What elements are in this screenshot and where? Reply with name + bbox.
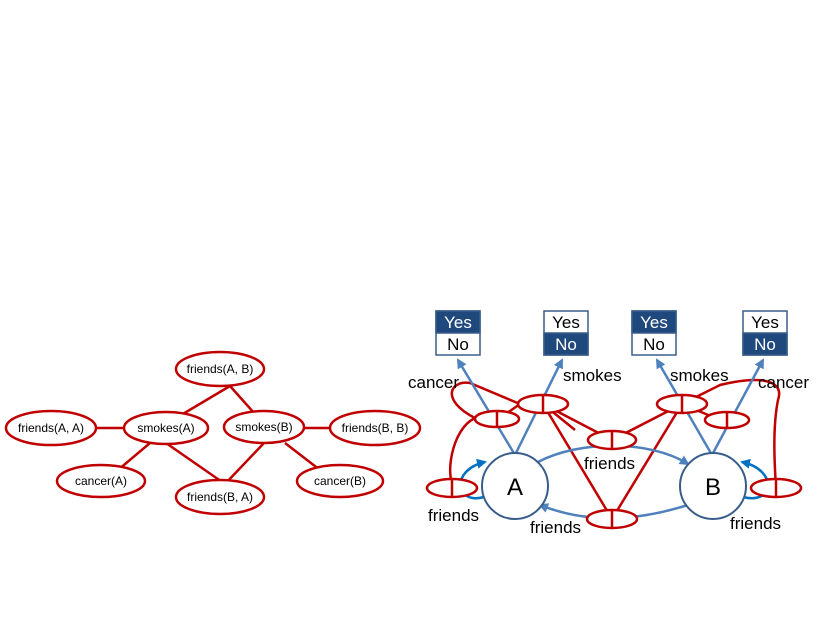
label-friends-center: friends bbox=[584, 454, 635, 473]
value-box-2-yes: Yes bbox=[552, 313, 580, 332]
node-cancer-a-label: cancer(A) bbox=[75, 474, 127, 488]
value-box-1: Yes No bbox=[435, 310, 481, 356]
value-box-4-yes: Yes bbox=[751, 313, 779, 332]
value-box-1-yes-cell bbox=[435, 310, 481, 334]
node-friends-a-a-label: friends(A, A) bbox=[18, 421, 84, 435]
label-friends-right: friends bbox=[730, 514, 781, 533]
object-a: A bbox=[481, 452, 549, 520]
edge-smokesb-friendsba bbox=[224, 442, 265, 485]
label-cancer-left: cancer bbox=[408, 373, 459, 392]
label-smokes-left: smokes bbox=[563, 366, 622, 385]
value-box-4-no-cell bbox=[742, 332, 788, 356]
edge-b-cancer bbox=[710, 358, 765, 456]
node-cancer-a: cancer(A) bbox=[55, 463, 147, 499]
node-friends-a-b: friends(A, B) bbox=[174, 350, 266, 388]
node-cancer-b-label: cancer(B) bbox=[314, 474, 366, 488]
node-friends-a-a: friends(A, A) bbox=[4, 409, 98, 447]
factor-line-5 bbox=[610, 403, 684, 520]
label-smokes-right: smokes bbox=[670, 366, 729, 385]
node-smokes-b-label: smokes(B) bbox=[235, 420, 292, 434]
object-a-label: A bbox=[507, 474, 523, 501]
label-cancer-right: cancer bbox=[758, 373, 809, 392]
value-box-4: Yes No bbox=[742, 310, 788, 356]
label-friends-left: friends bbox=[428, 506, 479, 525]
factor-curve-right-outer bbox=[681, 378, 781, 489]
edge-smokesa-cancera bbox=[117, 442, 151, 471]
label-friends-bottom: friends bbox=[530, 518, 581, 537]
factor-line-2 bbox=[541, 403, 614, 520]
edge-smokesa-friendsba bbox=[165, 441, 226, 486]
value-box-2-no-cell bbox=[543, 332, 589, 356]
node-smokes-a-label: smokes(A) bbox=[137, 421, 194, 435]
node-friends-b-b: friends(B, B) bbox=[328, 409, 422, 447]
object-b-label: B bbox=[705, 474, 721, 501]
factor-graph-nodes: friends(A, B) friends(A, A) smokes(A) sm… bbox=[4, 350, 422, 516]
value-box-4-no: No bbox=[754, 335, 776, 354]
edge-a-cancer bbox=[456, 358, 517, 456]
factor-ticks bbox=[450, 395, 778, 528]
value-box-3-yes: Yes bbox=[640, 313, 668, 332]
node-cancer-b: cancer(B) bbox=[295, 463, 385, 499]
node-friends-b-a: friends(B, A) bbox=[174, 478, 266, 516]
value-box-1-no: No bbox=[447, 335, 469, 354]
node-friends-b-a-label: friends(B, A) bbox=[187, 490, 253, 504]
node-smokes-b: smokes(B) bbox=[222, 409, 306, 445]
value-box-2: Yes No bbox=[543, 310, 589, 356]
factor-curve-left-outer bbox=[450, 381, 521, 420]
value-box-3: Yes No bbox=[631, 310, 677, 356]
value-box-2-no: No bbox=[555, 335, 577, 354]
value-box-1-yes: Yes bbox=[444, 313, 472, 332]
object-b: B bbox=[679, 452, 747, 520]
value-box-3-no: No bbox=[643, 335, 665, 354]
edge-smokesb-cancerb bbox=[284, 442, 321, 471]
ground-factor-graph: friends(A, B) friends(A, A) smokes(A) sm… bbox=[4, 350, 422, 516]
node-smokes-a: smokes(A) bbox=[122, 410, 210, 446]
value-box-3-yes-cell bbox=[631, 310, 677, 334]
node-friends-a-b-label: friends(A, B) bbox=[187, 362, 254, 376]
node-friends-b-b-label: friends(B, B) bbox=[342, 421, 409, 435]
lifted-graph: Yes No Yes No Yes No Yes No bbox=[408, 310, 809, 537]
